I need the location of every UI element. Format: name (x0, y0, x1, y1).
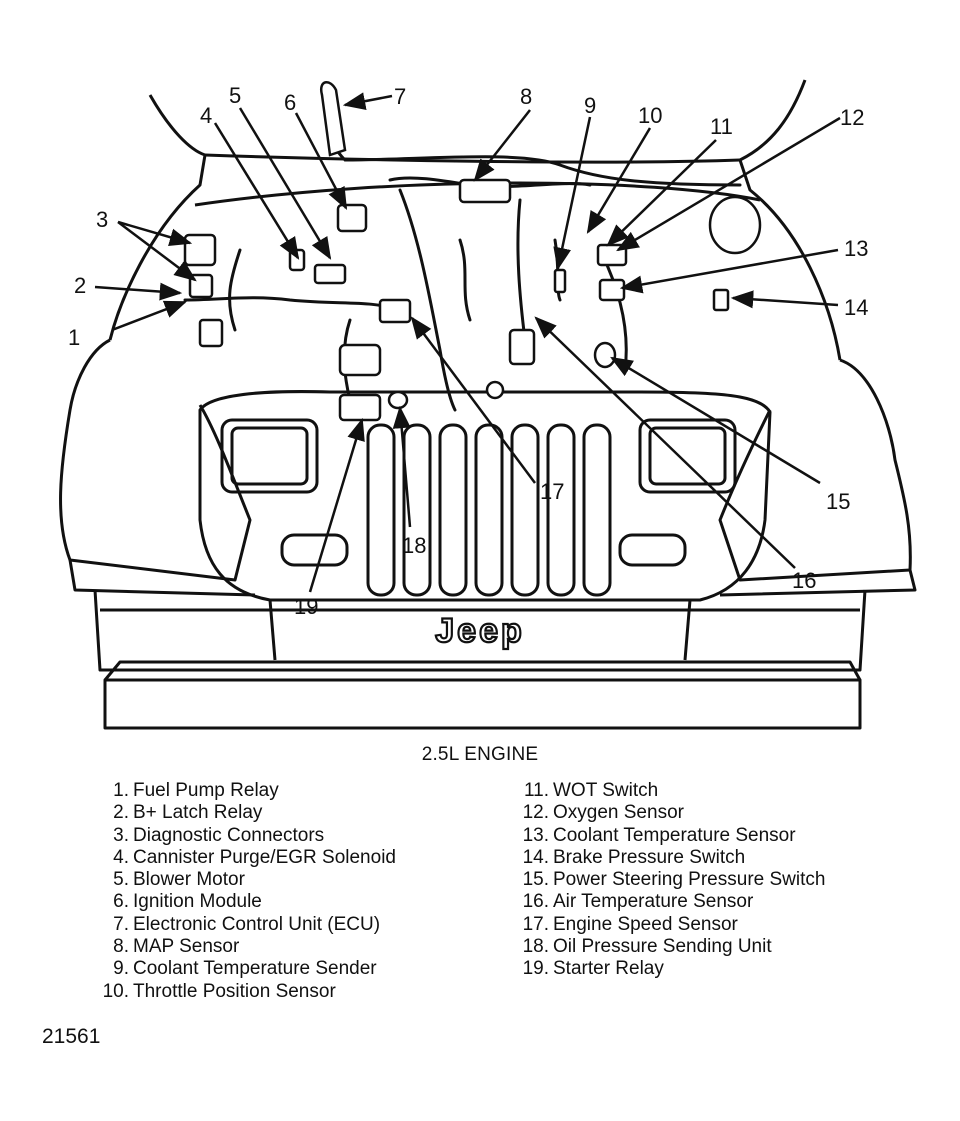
legend-number: 18. (522, 936, 549, 958)
legend-number: 5. (113, 869, 129, 891)
legend-number: 6. (113, 891, 129, 913)
legend-number: 12. (522, 802, 549, 824)
callout-2: 2 (74, 273, 86, 298)
legend-item: 11.WOT Switch (516, 780, 825, 802)
legend-right-column: 11.WOT Switch 12.Oxygen Sensor 13.Coolan… (516, 780, 826, 981)
callout-13: 13 (844, 236, 868, 261)
callout-15: 15 (826, 489, 850, 514)
diagram-caption: 2.5L ENGINE (421, 744, 539, 765)
figure-number: 21561 (42, 1025, 101, 1048)
legend-number: 15. (522, 869, 549, 891)
legend-number: 16. (522, 891, 549, 913)
legend-label: Blower Motor (133, 869, 245, 891)
legend-label: Throttle Position Sensor (133, 980, 336, 1002)
callout-8: 8 (520, 84, 532, 109)
legend-number: 9. (113, 958, 129, 980)
legend-label: Ignition Module (133, 891, 262, 913)
legend-number: 8. (113, 936, 129, 958)
legend-item: 16.Air Temperature Sensor (516, 891, 825, 913)
legend-label: Coolant Temperature Sensor (553, 824, 796, 846)
legend-item: 14.Brake Pressure Switch (516, 847, 825, 869)
grille-logo: Jeep (434, 611, 525, 651)
legend-left-column: 1.Fuel Pump Relay 2.B+ Latch Relay 3.Dia… (96, 780, 396, 1003)
legend-label: Oxygen Sensor (553, 802, 684, 824)
legend-item: 12.Oxygen Sensor (516, 802, 825, 824)
legend-label: Diagnostic Connectors (133, 824, 325, 846)
legend-item: 6.Ignition Module (96, 891, 396, 913)
legend-number: 11. (523, 780, 549, 801)
legend-label: Power Steering Pressure Switch (553, 869, 826, 891)
legend-number: 4. (113, 846, 129, 868)
wiring-harness (183, 93, 742, 412)
legend-item: 15.Power Steering Pressure Switch (516, 869, 826, 891)
legend-item: 13.Coolant Temperature Sensor (516, 825, 825, 847)
legend-item: 5.Blower Motor (96, 869, 396, 891)
legend-label: Air Temperature Sensor (553, 891, 754, 913)
legend-item: 10.Throttle Position Sensor (96, 981, 396, 1003)
legend-item: 18.Oil Pressure Sending Unit (516, 936, 825, 958)
callout-19: 19 (294, 594, 318, 619)
callout-16: 16 (792, 568, 816, 593)
legend-number: 2. (113, 802, 129, 824)
legend-number: 14. (522, 846, 549, 868)
callout-17: 17 (540, 479, 564, 504)
legend-item: 3.Diagnostic Connectors (96, 825, 396, 847)
legend-label: Oil Pressure Sending Unit (553, 936, 772, 958)
legend-label: Coolant Temperature Sender (133, 958, 377, 980)
legend-item: 2.B+ Latch Relay (96, 802, 396, 824)
callout-10: 10 (638, 103, 662, 128)
callout-1: 1 (68, 325, 80, 350)
callout-14: 14 (844, 295, 868, 320)
legend-label: WOT Switch (553, 780, 659, 801)
legend-label: Cannister Purge/EGR Solenoid (133, 846, 396, 868)
legend-label: B+ Latch Relay (133, 802, 263, 824)
legend-label: Electronic Control Unit (ECU) (133, 913, 381, 935)
callout-5: 5 (229, 83, 241, 108)
callout-12: 12 (840, 105, 864, 130)
callout-6: 6 (284, 90, 296, 115)
legend-item: 8.MAP Sensor (96, 936, 396, 958)
legend-item: 9.Coolant Temperature Sender (96, 958, 396, 980)
legend-item: 7.Electronic Control Unit (ECU) (96, 914, 396, 936)
legend-item: 1.Fuel Pump Relay (96, 780, 396, 802)
callout-9: 9 (584, 93, 596, 118)
legend-number: 13. (522, 824, 549, 846)
legend-number: 17. (522, 913, 549, 935)
jeep-logo: Jeep (435, 612, 525, 650)
callout-11: 11 (710, 114, 733, 139)
engine-components (183, 81, 762, 422)
legend-label: Brake Pressure Switch (553, 846, 746, 868)
legend-label: Starter Relay (553, 958, 664, 980)
legend-number: 7. (113, 913, 129, 935)
legend-number: 1. (113, 780, 129, 801)
legend-label: MAP Sensor (133, 936, 240, 958)
callout-3: 3 (96, 207, 108, 232)
legend-item: 17.Engine Speed Sensor (516, 914, 825, 936)
legend-number: 19. (522, 958, 549, 980)
legend-number: 3. (113, 824, 129, 846)
engine-compartment-diagram: Jeep 1 2 3 4 5 6 7 8 9 10 11 12 13 (59, 79, 917, 730)
callout-4: 4 (200, 103, 212, 128)
legend-label: Fuel Pump Relay (133, 780, 279, 801)
callout-7: 7 (394, 84, 406, 109)
legend-item: 4.Cannister Purge/EGR Solenoid (96, 847, 396, 869)
legend-number: 10. (102, 980, 129, 1002)
legend-item: 19.Starter Relay (516, 958, 825, 980)
callout-numbers: 1 2 3 4 5 6 7 8 9 10 11 12 13 14 15 16 1… (68, 83, 868, 619)
callout-18: 18 (402, 533, 426, 558)
legend-label: Engine Speed Sensor (553, 913, 738, 935)
vehicle-body-outline (59, 79, 917, 730)
callout-leaders (94, 92, 841, 593)
